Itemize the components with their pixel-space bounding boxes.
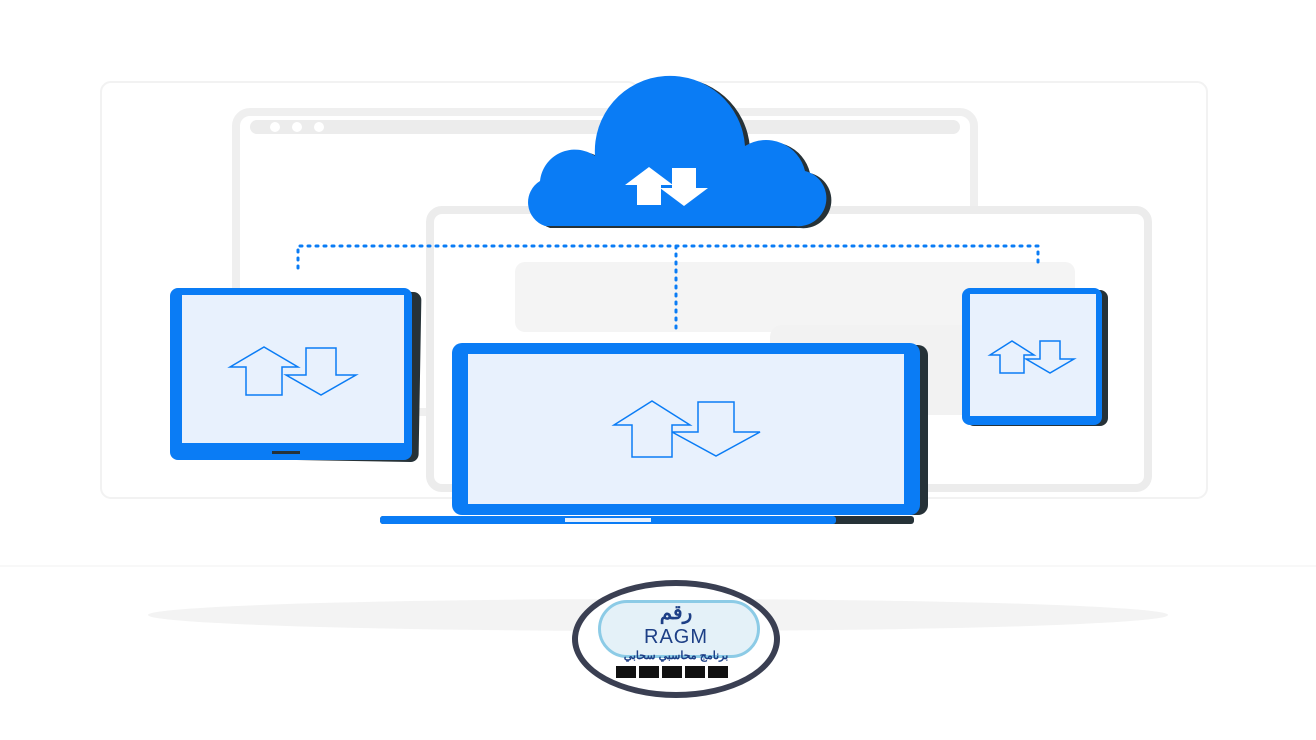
handshake-icon [685, 666, 705, 678]
connection-lines [296, 244, 1040, 332]
chart-icon [662, 666, 682, 678]
calculator-icon [708, 666, 728, 678]
ragm-logo: رقم RAGM برنامج محاسبي سحابي [572, 580, 780, 698]
sync-arrows-icon [227, 346, 359, 396]
logo-brand: RAGM [644, 626, 708, 648]
tablet-left [170, 288, 422, 462]
logo-arabic-name: رقم [659, 602, 693, 624]
coins-icon [616, 666, 636, 678]
cloud-icon [528, 75, 832, 229]
sync-arrows-icon [987, 340, 1077, 374]
sync-arrows-icon [611, 400, 761, 458]
document-icon [639, 666, 659, 678]
laptop-center [380, 343, 928, 524]
phone-right [962, 288, 1108, 426]
logo-tagline: برنامج محاسبي سحابي [623, 650, 729, 662]
